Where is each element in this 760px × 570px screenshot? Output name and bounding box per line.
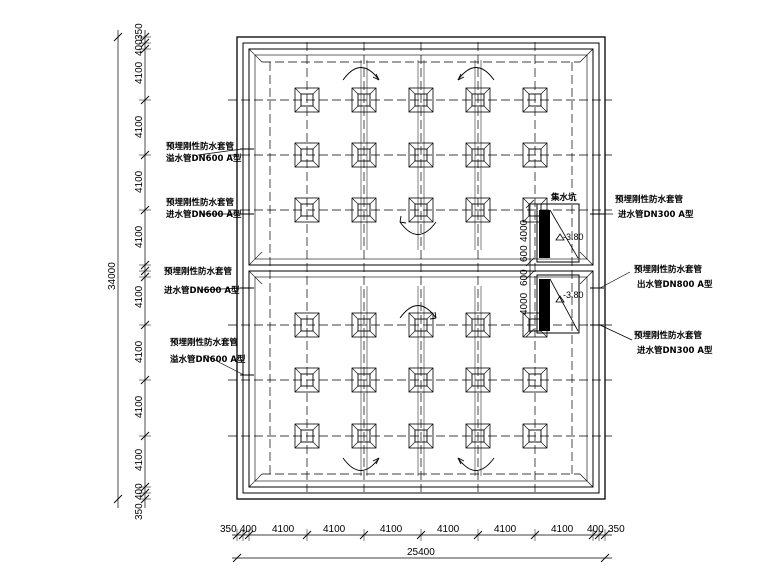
dim-label: 4100 (272, 524, 295, 535)
dim-label: 4100 (134, 285, 145, 308)
annotation-text: 预埋刚性防水套管 (166, 197, 235, 208)
annotation-text: 进水管DN600 A型 (164, 285, 240, 296)
column (465, 367, 491, 393)
annotation-right-1: 预埋刚性防水套管 进水管DN300 A型 (615, 194, 694, 220)
column (351, 87, 377, 113)
column (408, 142, 434, 168)
flow-arrow-icon (342, 457, 380, 471)
annotation-text: 出水管DN800 A型 (637, 279, 713, 290)
dim-label: 4100 (494, 524, 517, 535)
dim-label: 4100 (437, 524, 460, 535)
dim-label: 4100 (134, 225, 145, 248)
flow-arrow-icon (399, 305, 437, 319)
column (465, 197, 491, 223)
column (408, 197, 434, 223)
column (294, 423, 320, 449)
column (351, 367, 377, 393)
dim-label: 600 (519, 269, 530, 286)
annotation-text: 预埋刚性防水套管 (164, 266, 233, 277)
column (522, 142, 548, 168)
dim-label: 350 (134, 23, 145, 40)
dim-label: 600 (519, 245, 530, 262)
column (408, 87, 434, 113)
column (465, 142, 491, 168)
dim-label: 400 (240, 524, 257, 535)
annotation-text: 预埋刚性防水套管 (615, 194, 684, 205)
annotation-text: 溢水管DN600 A型 (170, 354, 246, 365)
annotation-right-3: 预埋刚性防水套管 进水管DN300 A型 (634, 330, 713, 356)
column (351, 142, 377, 168)
column (408, 312, 434, 338)
column (294, 312, 320, 338)
dim-label: 4100 (134, 340, 145, 363)
dim-label: 4100 (134, 395, 145, 418)
dim-label: 400 (587, 524, 604, 535)
column (522, 87, 548, 113)
column (408, 423, 434, 449)
column (294, 142, 320, 168)
dim-label: 4100 (551, 524, 574, 535)
dim-total-label: 34000 (107, 262, 118, 290)
annotation-right-2: 预埋刚性防水套管 出水管DN800 A型 (634, 264, 713, 290)
dim-label: 400 (134, 39, 145, 56)
column (351, 197, 377, 223)
annotation-text: 预埋刚性防水套管 (634, 264, 703, 275)
annotation-text: 预埋刚性防水套管 (170, 337, 239, 348)
sump-label: 集水坑 (550, 192, 577, 203)
pit-depth-label: 4000 (519, 219, 530, 242)
vertical-dimension-chain: 3504004100410041004100410041004100410040… (107, 23, 151, 520)
flow-arrow-icon (457, 457, 495, 471)
flow-arrow-icon (399, 221, 437, 235)
elevation-label: -3.80 (563, 232, 584, 242)
sump-pit-lower (536, 274, 580, 334)
annotation-left-2: 预埋刚性防水套管 进水管DN600 A型 (166, 197, 242, 220)
column (465, 423, 491, 449)
dim-label: 4100 (134, 61, 145, 84)
dim-total-label: 25400 (407, 547, 435, 558)
annotation-text: 进水管DN300 A型 (618, 209, 694, 220)
dim-label: 4100 (134, 170, 145, 193)
column (351, 423, 377, 449)
leader-lines (197, 148, 633, 376)
annotation-left-1: 预埋刚性防水套管 溢水管DN600 A型 (166, 141, 242, 164)
annotation-left-4: 预埋刚性防水套管 溢水管DN600 A型 (170, 337, 246, 365)
column (465, 312, 491, 338)
elevation-label: -3.80 (563, 290, 584, 300)
pit-dimensions (525, 199, 535, 338)
pit-depth-label: 4000 (519, 292, 530, 315)
column (522, 423, 548, 449)
axis-grid (228, 42, 612, 492)
column (294, 87, 320, 113)
column (351, 312, 377, 338)
dim-label: 400 (134, 483, 145, 500)
column (294, 367, 320, 393)
dim-label: 350 (220, 524, 237, 535)
annotation-text: 进水管DN300 A型 (637, 345, 713, 356)
column (465, 87, 491, 113)
flow-arrow-icon (457, 67, 495, 81)
dim-label: 350 (134, 503, 145, 520)
beam-strips (360, 60, 482, 476)
annotation-left-3: 预埋刚性防水套管 进水管DN600 A型 (164, 266, 240, 296)
column (522, 367, 548, 393)
column-group (294, 87, 548, 449)
column (408, 367, 434, 393)
dim-label: 4100 (134, 115, 145, 138)
flow-arrows (342, 67, 495, 471)
dim-label: 4100 (134, 448, 145, 471)
annotation-text: 进水管DN600 A型 (166, 209, 242, 220)
annotation-text: 预埋刚性防水套管 (166, 141, 235, 152)
column (294, 197, 320, 223)
annotation-text: 预埋刚性防水套管 (634, 330, 703, 341)
annotation-text: 溢水管DN600 A型 (166, 153, 242, 164)
dim-label: 4100 (380, 524, 403, 535)
flow-arrow-icon (342, 67, 380, 81)
dim-label: 350 (608, 524, 625, 535)
pipe-sleeves (240, 148, 604, 376)
dim-label: 4100 (323, 524, 346, 535)
sump-pit-upper (536, 203, 580, 263)
